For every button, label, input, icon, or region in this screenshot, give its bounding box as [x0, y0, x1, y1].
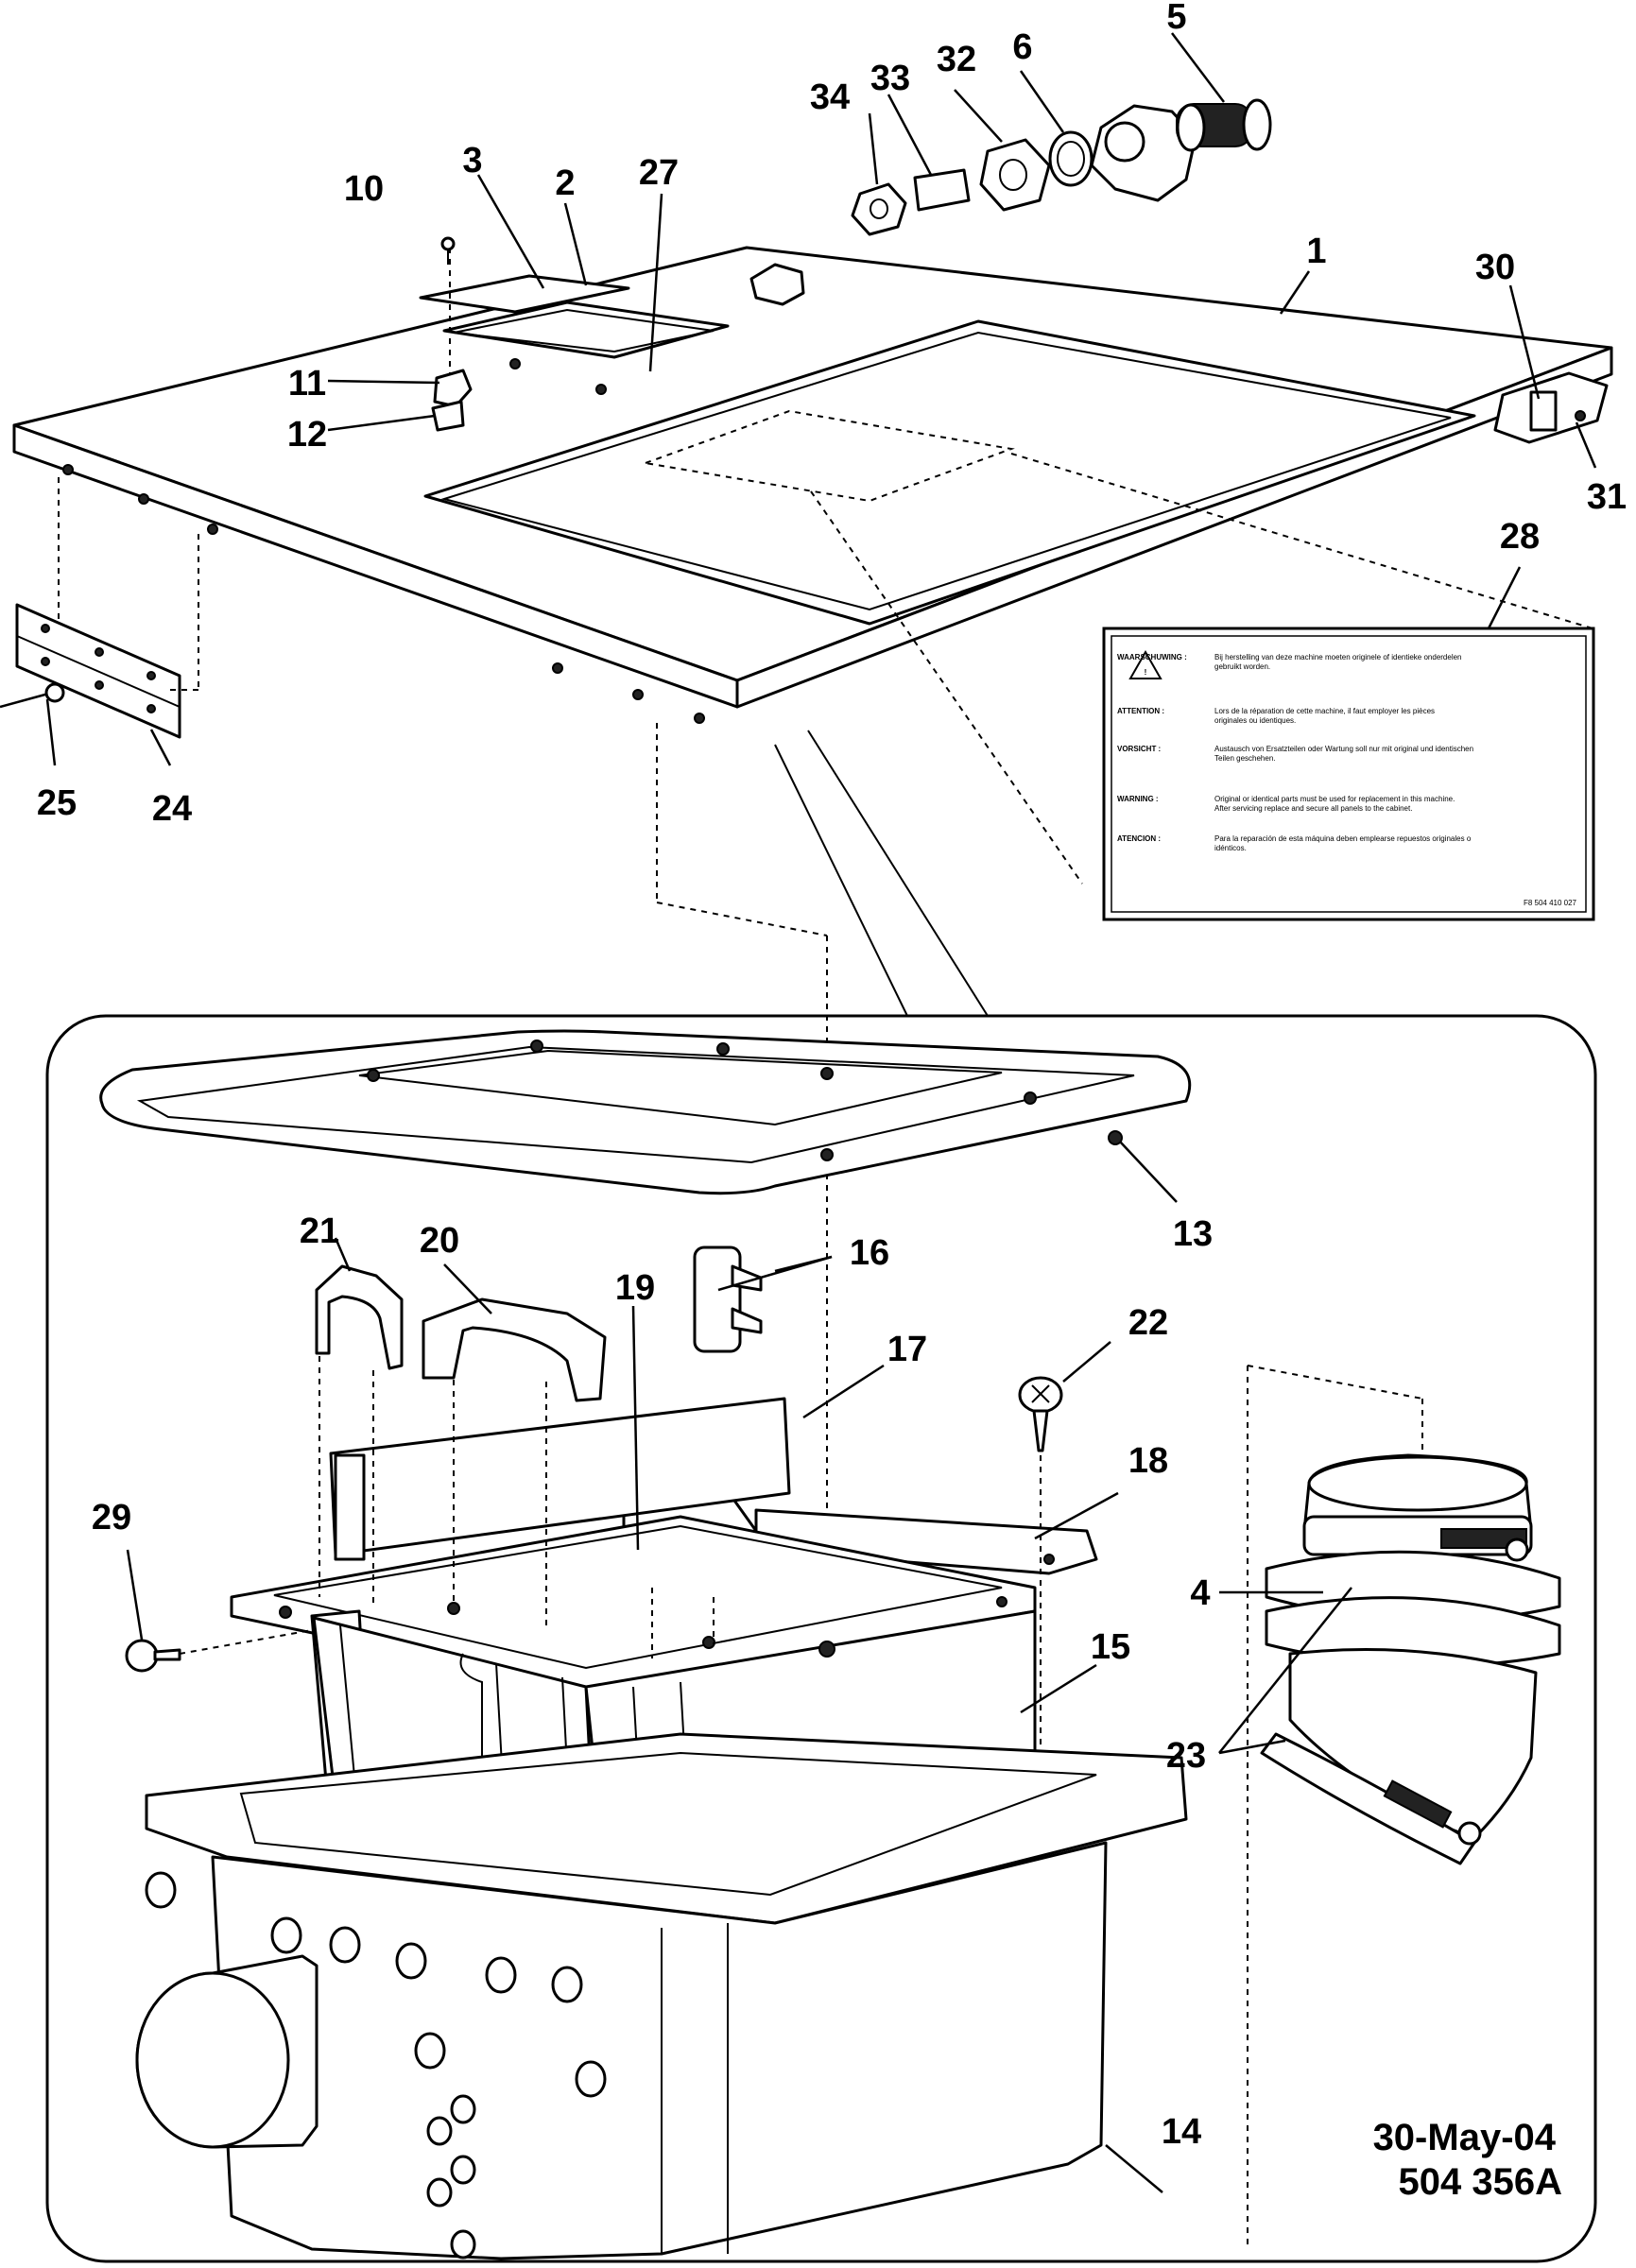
dispenser-divider [329, 1397, 1098, 1575]
cap-alignment-lines [319, 1356, 715, 1658]
callout-19: 19 [615, 1268, 655, 1308]
lid-latch [749, 263, 1609, 444]
gasket [99, 1029, 1192, 1195]
label-text: Original or identical parts must be used… [1214, 795, 1455, 813]
label-code: F8 504 410 027 [1524, 899, 1577, 907]
callout-23: 23 [1166, 1736, 1206, 1776]
callout-2: 2 [555, 163, 575, 203]
detail-inset-frame [45, 1014, 1597, 2263]
callout-32: 32 [937, 40, 976, 79]
callout-5: 5 [1166, 0, 1186, 37]
svg-text:!: ! [1145, 668, 1147, 677]
callout-27: 27 [639, 153, 679, 193]
callout-30: 30 [1475, 248, 1515, 287]
callout-28: 28 [1500, 517, 1540, 557]
label-text: Lors de la réparation de cette machine, … [1214, 707, 1435, 725]
callout-22: 22 [1128, 1303, 1168, 1343]
callout-4: 4 [1190, 1573, 1210, 1613]
callout-6: 6 [1012, 27, 1032, 67]
callout-1: 1 [1306, 232, 1326, 271]
label-text: Para la reparación de esta máquina deben… [1214, 834, 1472, 852]
label-heading: WAARSCHUWING : [1117, 653, 1187, 662]
screw-29 [125, 1629, 313, 1673]
bellows-hose [1247, 1365, 1561, 2244]
lock-assembly [851, 98, 1272, 236]
callout-29: 29 [92, 1498, 131, 1538]
callout-24: 24 [152, 789, 192, 829]
warning-label: ! WAARSCHUWING : Bij herstelling van deze… [1102, 627, 1595, 921]
leader-lines [45, 32, 1597, 2193]
callout-33: 33 [870, 59, 910, 98]
label-text: Bij herstelling van deze machine moeten … [1214, 653, 1462, 671]
lid-hinge [0, 477, 199, 739]
callout-15: 15 [1091, 1627, 1130, 1667]
callout-17: 17 [887, 1330, 927, 1369]
label-heading: ATTENTION : [1117, 707, 1164, 715]
dispenser-clip [693, 1246, 763, 1353]
drawing-stamp: 30-May-04 504 356A [1373, 2117, 1562, 2203]
label-heading: WARNING : [1117, 795, 1159, 803]
callout-10: 10 [344, 169, 384, 209]
callout-3: 3 [462, 141, 482, 180]
label-heading: VORSICHT : [1117, 745, 1161, 753]
inlet-tubes [145, 1871, 607, 2259]
stamp-date: 30-May-04 [1373, 2117, 1557, 2158]
dispenser-housing [135, 1732, 1188, 2260]
callout-25: 25 [37, 783, 77, 823]
label-text: Austausch von Ersatzteilen oder Wartung … [1214, 745, 1473, 763]
screw-22 [1018, 1376, 1063, 1814]
callout-18: 18 [1128, 1441, 1168, 1481]
lid-panel [12, 246, 1613, 724]
hinge-plate-assembly [419, 236, 730, 432]
callout-11: 11 [288, 364, 326, 404]
callout-13: 13 [1173, 1214, 1213, 1254]
callout-20: 20 [420, 1221, 459, 1261]
callout-12: 12 [287, 415, 327, 455]
callout-31: 31 [1587, 477, 1627, 517]
callout-34: 34 [810, 77, 850, 117]
callout-14: 14 [1162, 2112, 1201, 2152]
callout-21: 21 [300, 1211, 339, 1251]
stamp-part-number: 504 356A [1399, 2161, 1562, 2203]
callout-16: 16 [850, 1233, 889, 1273]
callout-labels: 5 6 32 33 34 3 2 27 10 11 12 1 30 31 28 … [37, 0, 1627, 2152]
label-heading: ATENCION : [1117, 834, 1161, 843]
